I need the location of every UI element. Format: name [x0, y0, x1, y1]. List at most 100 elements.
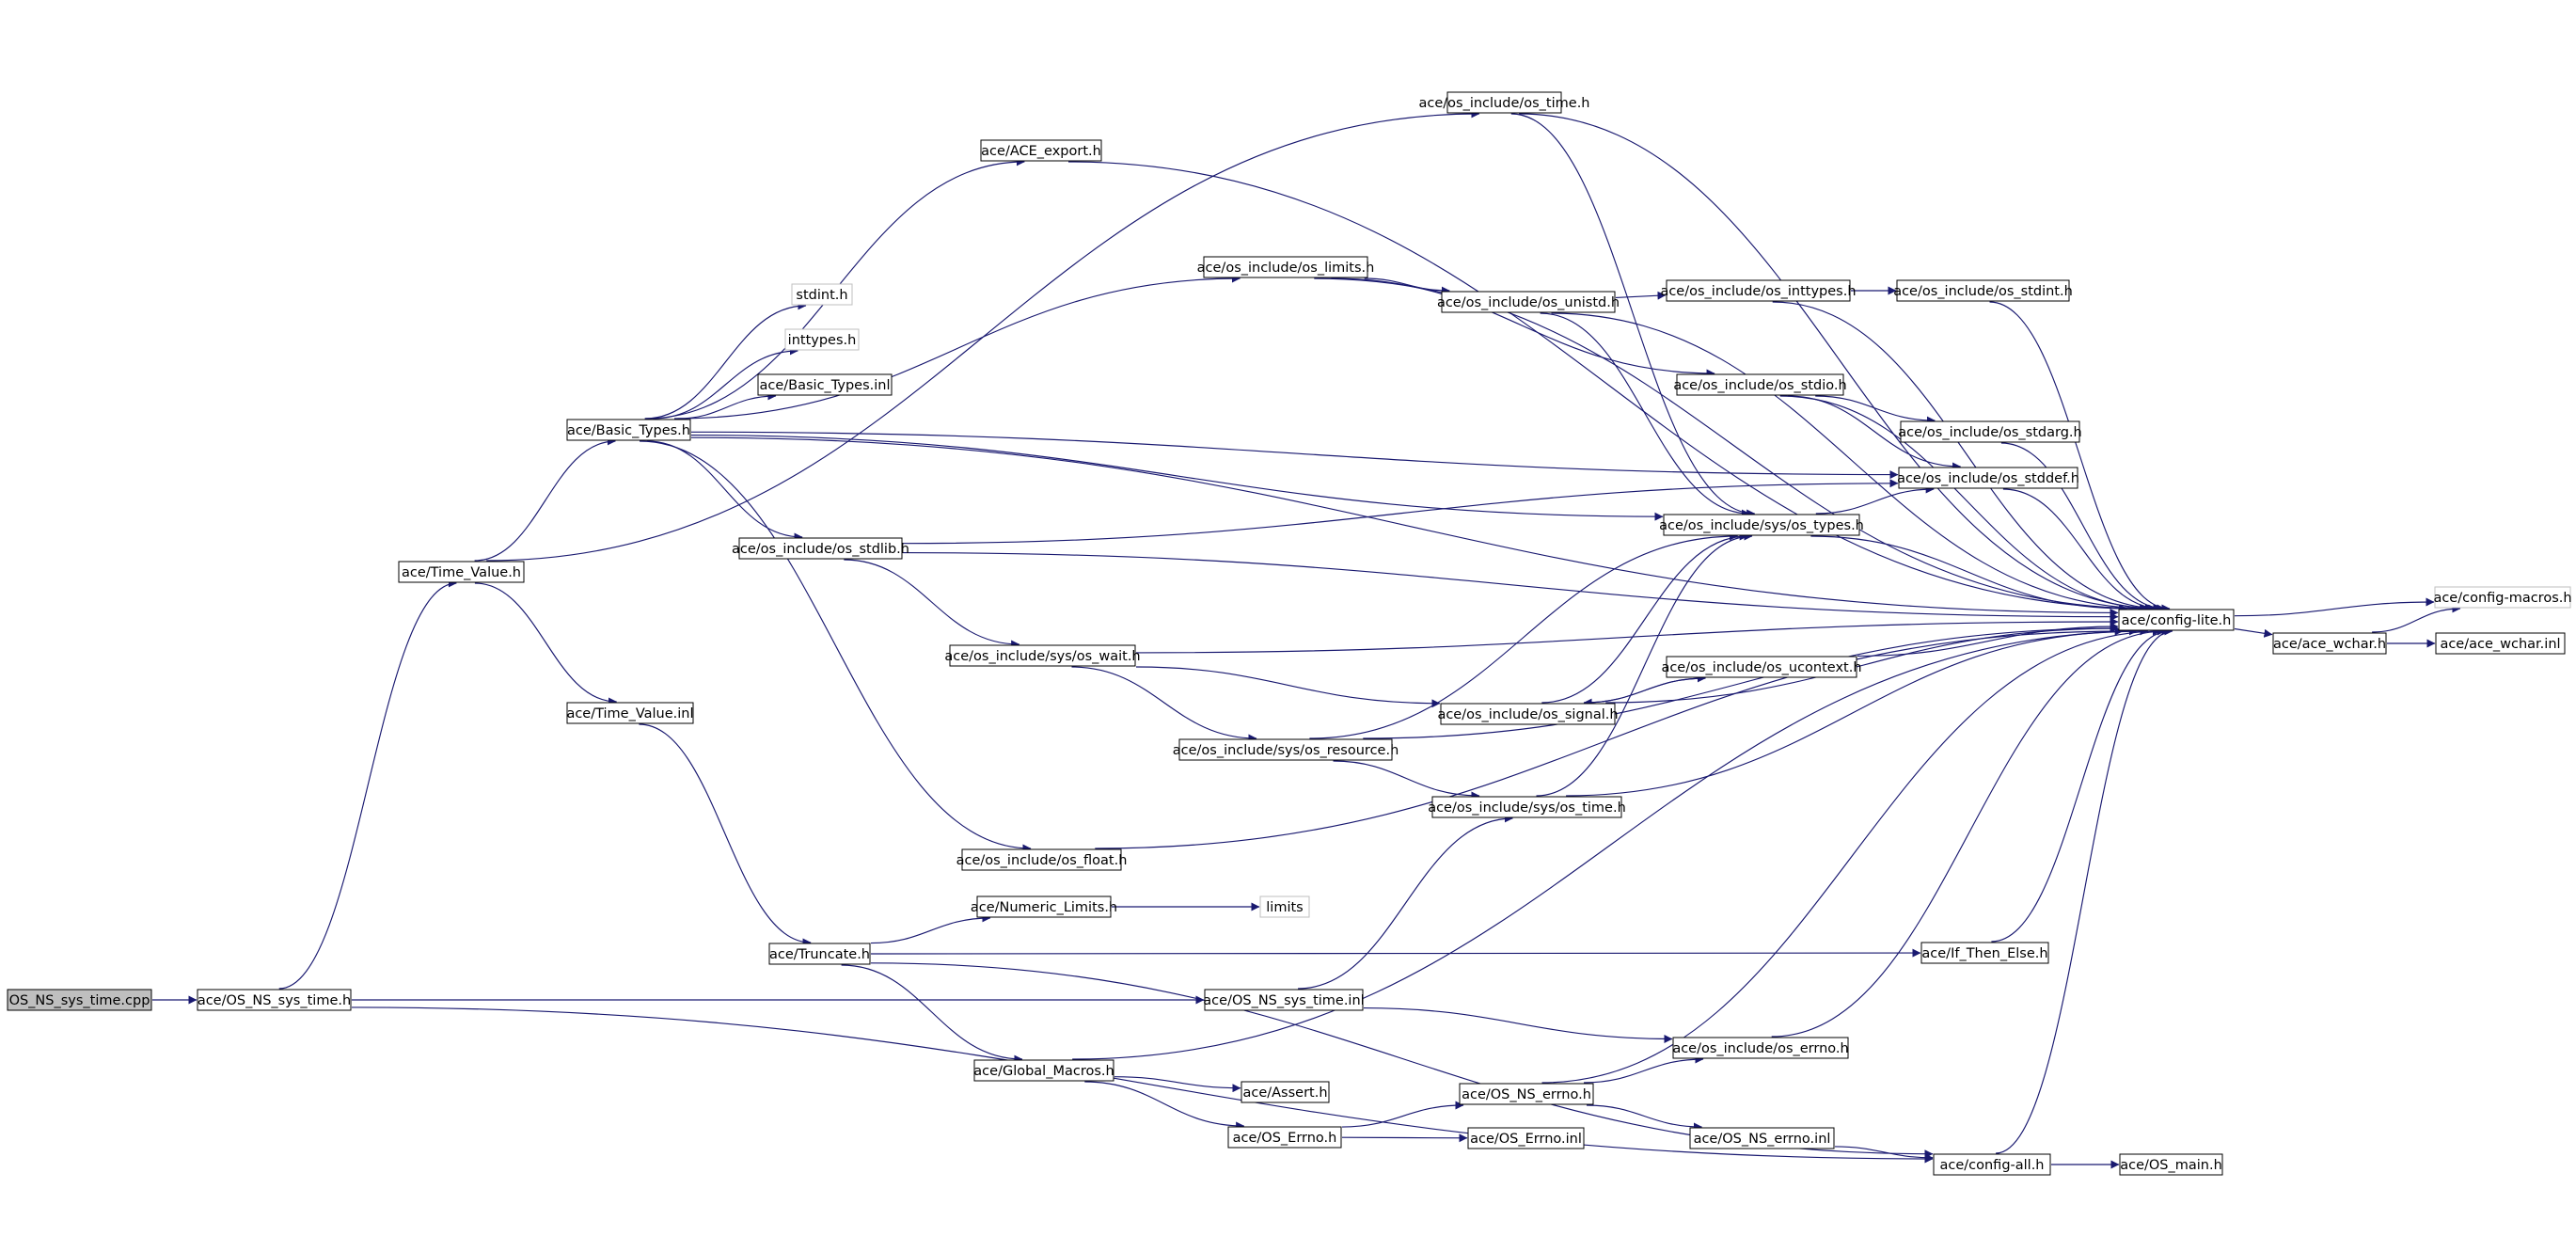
node-sys_os_types_h[interactable]: ace/os_include/sys/os_types.h	[1659, 514, 1864, 536]
edge-os_stdarg_h-to-config_lite_h	[2000, 442, 2166, 613]
node-os_stdarg_h[interactable]: ace/os_include/os_stdarg.h	[1898, 420, 2082, 443]
node-label: ace/os_include/os_stddef.h	[1897, 471, 2079, 486]
node-box	[961, 848, 1122, 871]
node-os_ns_sys_time_h[interactable]: ace/OS_NS_sys_time.h	[197, 989, 352, 1011]
edge-global_macros_h-to-os_errno_h	[1084, 1081, 1245, 1131]
node-os_float_h[interactable]: ace/os_include/os_float.h	[956, 848, 1128, 871]
node-os_main_h[interactable]: ace/OS_main.h	[2119, 1153, 2223, 1176]
edge-os_unistd_h-to-sys_os_types_h	[1540, 312, 1750, 518]
edge-os_stdlib_h-to-os_stddef_h	[902, 479, 1899, 545]
edge-os_ns_errno_h-to-config_lite_h	[1541, 626, 2161, 1084]
node-box	[1666, 279, 1851, 302]
node-ace_wchar_inl[interactable]: ace/ace_wchar.inl	[2435, 632, 2566, 655]
edge-basic_types_h-to-config_lite_h	[690, 436, 2119, 617]
node-root[interactable]: OS_NS_sys_time.cpp	[7, 989, 152, 1011]
edge-time_value_h-to-basic_types_h	[474, 436, 616, 562]
node-global_macros_h[interactable]: ace/Global_Macros.h	[973, 1059, 1114, 1082]
node-ace_export_h[interactable]: ace/ACE_export.h	[980, 139, 1102, 162]
node-numeric_limits_h[interactable]: ace/Numeric_Limits.h	[971, 895, 1117, 918]
node-os_signal_h[interactable]: ace/os_include/os_signal.h	[1437, 703, 1619, 725]
node-box	[976, 895, 1112, 918]
node-label: ace/os_include/sys/os_time.h	[1428, 800, 1626, 816]
node-os_time_h[interactable]: ace/os_include/os_time.h	[1419, 91, 1590, 114]
node-truncate_h[interactable]: ace/Truncate.h	[768, 943, 871, 965]
node-basic_types_inl[interactable]: ace/Basic_Types.inl	[757, 373, 893, 396]
node-label: ace/os_include/sys/os_resource.h	[1173, 743, 1399, 758]
node-os_errno_inl[interactable]: ace/OS_Errno.inl	[1467, 1127, 1585, 1149]
node-box	[738, 537, 903, 560]
node-label: ace/Basic_Types.h	[567, 423, 690, 438]
node-os_limits_h[interactable]: ace/os_include/os_limits.h	[1197, 256, 1375, 278]
edge-os_stdlib_h-to-config_lite_h	[902, 552, 2119, 622]
node-if_then_else_h[interactable]: ace/If_Then_Else.h	[1920, 942, 2049, 964]
edge-os_limits_h-to-os_stdio_h	[1331, 277, 1715, 378]
node-box	[1920, 942, 2049, 964]
node-config_all_h[interactable]: ace/config-all.h	[1933, 1153, 2051, 1176]
node-os_inttypes_h[interactable]: ace/os_include/os_inttypes.h	[1660, 279, 1857, 302]
edge-os_limits_h-to-config_lite_h	[1314, 277, 2149, 613]
node-os_ucontext_h[interactable]: ace/os_include/os_ucontext.h	[1661, 656, 1862, 678]
node-box	[1900, 420, 2080, 443]
node-label: ace/OS_Errno.h	[1233, 1131, 1337, 1146]
edge-os_float_h-to-config_lite_h	[1095, 626, 2124, 849]
edge-os_ucontext_h-to-config_lite_h	[1857, 622, 2119, 657]
node-sys_os_wait_h[interactable]: ace/os_include/sys/os_wait.h	[944, 644, 1141, 667]
node-label: ace/Assert.h	[1242, 1086, 1327, 1101]
node-box	[791, 283, 853, 306]
node-assert_h[interactable]: ace/Assert.h	[1241, 1081, 1330, 1103]
node-os_stdlib_h[interactable]: ace/os_include/os_stdlib.h	[732, 537, 909, 560]
edge-os_unistd_h-to-os_inttypes_h	[1615, 291, 1667, 300]
edge-sys_os_wait_h-to-config_lite_h	[1135, 617, 2119, 654]
node-inttypes_h[interactable]: inttypes.h	[784, 328, 860, 351]
node-label: ace/os_include/os_errno.h	[1672, 1041, 1848, 1056]
edge-basic_types_h-to-os_float_h	[639, 440, 1032, 853]
node-label: ace/os_include/os_signal.h	[1437, 707, 1618, 722]
edge-global_macros_h-to-config_lite_h	[1072, 626, 2149, 1060]
node-os_errno_h[interactable]: ace/OS_Errno.h	[1227, 1126, 1342, 1149]
node-time_value_inl[interactable]: ace/Time_Value.inl	[566, 702, 694, 724]
edge-sys_os_resource_h-to-sys_os_types_h	[1309, 531, 1739, 739]
node-label: ace/Numeric_Limits.h	[971, 900, 1117, 915]
node-label: ace/os_include/os_ucontext.h	[1661, 660, 1861, 675]
edge-time_value_h-to-time_value_inl	[474, 582, 618, 706]
node-box	[1896, 279, 2070, 302]
node-sys_os_time_h[interactable]: ace/os_include/sys/os_time.h	[1428, 796, 1626, 818]
node-label: ace/Basic_Types.inl	[759, 378, 890, 393]
node-os_unistd_h[interactable]: ace/os_include/os_unistd.h	[1437, 291, 1620, 313]
node-config_macros_h[interactable]: ace/config-macros.h	[2433, 586, 2572, 609]
node-basic_types_h[interactable]: ace/Basic_Types.h	[566, 419, 691, 441]
edge-os_ns_sys_time_inl-to-os_include_errno_h	[1363, 1007, 1673, 1043]
edge-os_unistd_h-to-config_lite_h	[1551, 312, 2154, 613]
node-os_ns_errno_h[interactable]: ace/OS_NS_errno.h	[1459, 1083, 1594, 1105]
node-box	[197, 989, 352, 1011]
node-os_stdint_h[interactable]: ace/os_include/os_stdint.h	[1893, 279, 2073, 302]
node-limits[interactable]: limits	[1259, 895, 1310, 918]
node-sys_os_resource_h[interactable]: ace/os_include/sys/os_resource.h	[1173, 738, 1399, 761]
node-ace_wchar_h[interactable]: ace/ace_wchar.h	[2272, 632, 2387, 655]
edge-os_limits_h-to-os_unistd_h	[1364, 277, 1450, 295]
node-box	[2435, 632, 2566, 655]
node-box	[1467, 1127, 1585, 1149]
node-box	[2119, 1153, 2223, 1176]
node-box	[1178, 738, 1393, 761]
node-label: OS_NS_sys_time.cpp	[9, 993, 150, 1008]
node-stdint_h[interactable]: stdint.h	[791, 283, 853, 306]
node-label: ace/OS_NS_errno.h	[1462, 1087, 1591, 1102]
node-box	[1441, 291, 1616, 313]
edge-ace_export_h-to-config_lite_h	[1067, 161, 2150, 613]
node-os_include_errno_h[interactable]: ace/os_include/os_errno.h	[1672, 1037, 1849, 1059]
node-os_stddef_h[interactable]: ace/os_include/os_stddef.h	[1897, 467, 2079, 489]
edge-os_stdio_h-to-os_stdarg_h	[1815, 395, 1936, 425]
node-time_value_h[interactable]: ace/Time_Value.h	[398, 561, 525, 583]
node-os_ns_errno_inl[interactable]: ace/OS_NS_errno.inl	[1689, 1127, 1835, 1149]
node-box	[980, 139, 1102, 162]
node-box	[1259, 895, 1310, 918]
node-os_stdio_h[interactable]: ace/os_include/os_stdio.h	[1673, 373, 1847, 396]
edge-os_time_h-to-sys_os_types_h	[1510, 113, 1756, 518]
node-box	[2118, 609, 2235, 631]
node-label: ace/ACE_export.h	[981, 144, 1101, 159]
node-config_lite_h[interactable]: ace/config-lite.h	[2118, 609, 2235, 631]
node-label: ace/OS_NS_sys_time.h	[198, 993, 351, 1008]
node-label: ace/Time_Value.h	[402, 565, 521, 580]
node-os_ns_sys_time_inl[interactable]: ace/OS_NS_sys_time.inl	[1203, 989, 1365, 1011]
